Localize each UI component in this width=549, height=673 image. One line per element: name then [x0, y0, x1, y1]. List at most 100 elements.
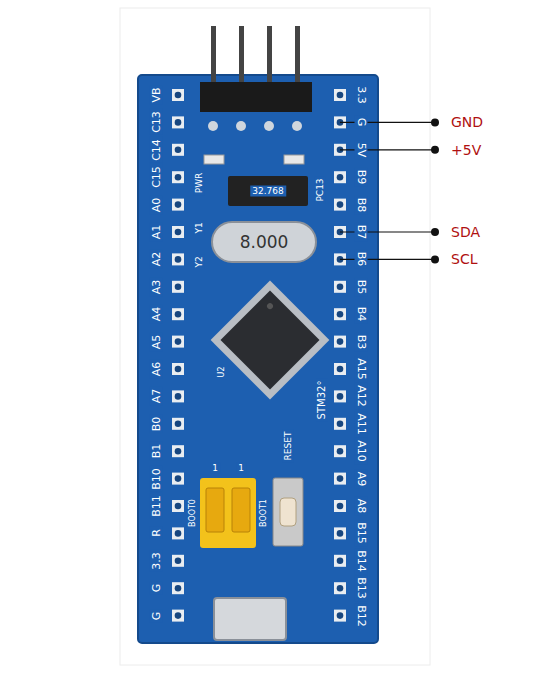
- pin-label: 3.3: [355, 84, 368, 106]
- pin-hole: [172, 144, 184, 156]
- pad: [172, 473, 184, 485]
- hole: [337, 338, 344, 345]
- pin-hole: [172, 555, 184, 567]
- pin-label: B11: [150, 493, 163, 519]
- pin-hole: [172, 199, 184, 211]
- jumper-cap: [206, 488, 224, 532]
- hole: [175, 201, 182, 208]
- hole: [175, 174, 182, 181]
- pin-hole: [172, 171, 184, 183]
- silkscreen-text: PWR: [194, 171, 205, 196]
- pin-hole: [172, 582, 184, 594]
- hole: [337, 612, 344, 619]
- pin-label: VB: [150, 85, 163, 104]
- hole: [337, 366, 344, 373]
- pin-label: A8: [355, 497, 368, 516]
- pad: [334, 582, 346, 594]
- pin-label: 3.3: [150, 550, 163, 572]
- pad: [334, 89, 346, 101]
- pin-hole: [172, 89, 184, 101]
- hole: [337, 421, 344, 428]
- pin-hole: [172, 363, 184, 375]
- pad: [172, 363, 184, 375]
- hole: [175, 393, 182, 400]
- hole: [337, 585, 344, 592]
- pad: [334, 171, 346, 183]
- pin-label: G: [150, 582, 163, 595]
- pin-label: A5: [150, 332, 163, 351]
- pad: [172, 500, 184, 512]
- hole: [337, 530, 344, 537]
- leader-dot: [431, 146, 439, 154]
- leader-dot: [431, 118, 439, 126]
- pin-hole: [334, 527, 346, 539]
- pin-label: G: [150, 609, 163, 622]
- pad: [334, 281, 346, 293]
- hole: [337, 503, 344, 510]
- silkscreen-text: Y1: [194, 220, 205, 235]
- pad: [172, 610, 184, 622]
- pad: [172, 226, 184, 238]
- pin-hole: [334, 418, 346, 430]
- header-pin: [239, 26, 244, 86]
- pin-hole: [334, 281, 346, 293]
- pin-label: A12: [355, 384, 368, 410]
- pad: [172, 199, 184, 211]
- chip-dot: [266, 302, 274, 310]
- pin-hole: [172, 116, 184, 128]
- pin-hole: [172, 226, 184, 238]
- hole: [337, 284, 344, 291]
- pad: [172, 171, 184, 183]
- pin-hole: [172, 336, 184, 348]
- leader-dot: [431, 255, 439, 263]
- pad: [172, 418, 184, 430]
- pin-label: 5V: [355, 141, 368, 160]
- silkscreen-text: STM32°: [316, 379, 328, 422]
- pin-label: A10: [355, 438, 368, 464]
- pin-label: A4: [150, 305, 163, 324]
- hole: [337, 475, 344, 482]
- pin-hole: [172, 527, 184, 539]
- callout-label: SCL: [451, 252, 477, 266]
- pin-label: A1: [150, 223, 163, 242]
- pad: [334, 610, 346, 622]
- header-base: [200, 82, 312, 112]
- pin-hole: [172, 445, 184, 457]
- pin-hole: [172, 500, 184, 512]
- pad: [172, 253, 184, 265]
- mcu-chip: [211, 281, 330, 400]
- silkscreen-text: BOOT0: [188, 497, 198, 529]
- solder-pad: [236, 121, 246, 131]
- pin-header: [200, 26, 312, 131]
- pin-hole: [334, 171, 346, 183]
- pin-hole: [334, 610, 346, 622]
- silkscreen-text: 1: [236, 463, 246, 474]
- pin-label: A0: [150, 195, 163, 214]
- solder-pad: [292, 121, 302, 131]
- pad: [172, 555, 184, 567]
- pad: [172, 390, 184, 402]
- hole: [175, 530, 182, 537]
- pin-hole: [334, 445, 346, 457]
- pad: [334, 363, 346, 375]
- crystal-8m: [212, 222, 316, 262]
- pin-hole: [172, 390, 184, 402]
- pin-label: B10: [150, 466, 163, 492]
- reset-button: [273, 478, 303, 546]
- pin-holes: [172, 89, 346, 622]
- leader-lines: [340, 118, 439, 263]
- pad: [172, 445, 184, 457]
- pin-label: R: [150, 528, 163, 540]
- pin-hole: [172, 253, 184, 265]
- pad: [334, 390, 346, 402]
- hole: [175, 421, 182, 428]
- pad: [172, 144, 184, 156]
- pin-hole: [334, 336, 346, 348]
- hole: [175, 503, 182, 510]
- hole: [175, 311, 182, 318]
- pin-hole: [334, 500, 346, 512]
- hole: [337, 174, 344, 181]
- pin-label: A3: [150, 278, 163, 297]
- silkscreen-text: RESET: [283, 430, 294, 463]
